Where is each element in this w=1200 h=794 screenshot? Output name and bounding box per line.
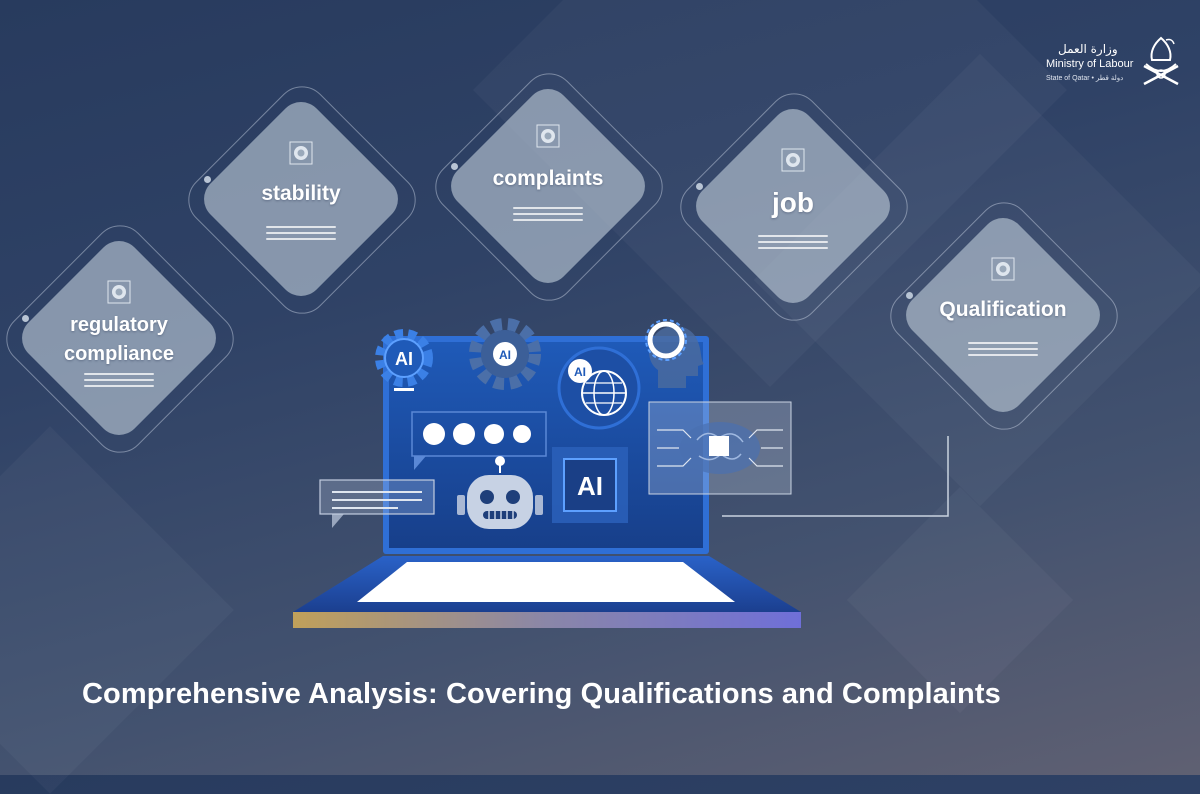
gear-icon: AI [375,329,433,391]
logo-english-name: Ministry of Labour [1046,58,1134,70]
chat-bubble-icon [319,479,435,528]
card-label: job [772,187,814,218]
card-label: Qualification [939,298,1067,321]
chip-label: AI [577,471,603,501]
head-profile-icon [645,319,704,388]
target-icon [107,280,131,304]
globe-icon: AI [557,346,641,430]
gear-small-label: AI [499,348,511,362]
ministry-logo: وزارة العمل Ministry of Labour State of … [1040,34,1190,94]
chat-bubble-icon [411,411,547,470]
card-stability: stability [177,75,427,325]
caption: Comprehensive Analysis: Covering Qualifi… [82,678,1001,710]
text-lines [968,342,1038,360]
card-label: regulatory compliance [63,314,175,365]
connector-line [722,436,949,517]
card-regulatory-compliance: regulatory compliance [0,214,245,464]
globe-label: AI [574,365,586,379]
card-label: stability [261,182,341,205]
gear-icon: AI [469,318,541,390]
background-diamond [0,426,234,794]
gear-badge-label: AI [395,349,413,369]
card-label: complaints [492,167,604,190]
card-complaints: complaints [424,62,674,312]
text-lines [513,207,583,225]
target-icon [289,141,313,165]
card-qualification: Qualification [879,191,1129,441]
logo-country-line: State of Qatar • دولة قطر [1046,75,1124,82]
brain-icon [648,401,792,495]
robot-icon [457,456,543,529]
qatar-emblem-icon [1143,36,1179,86]
text-lines [84,373,154,391]
target-icon [991,257,1015,281]
text-lines [266,226,336,244]
logo-arabic-name: وزارة العمل [1058,42,1118,56]
text-lines [758,235,828,253]
target-icon [781,148,805,172]
target-icon [536,124,560,148]
chip-icon: AI [552,447,628,523]
card-job: job [669,82,919,332]
